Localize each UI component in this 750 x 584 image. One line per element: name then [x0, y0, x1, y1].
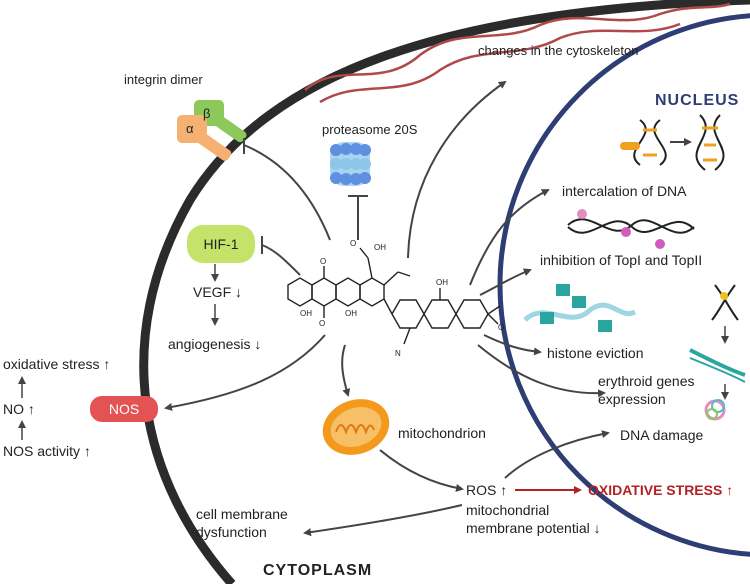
integrin-label: integrin dimer: [124, 72, 203, 87]
svg-text:OH: OH: [345, 309, 357, 318]
mito-potential-line2: membrane potential ↓: [466, 520, 601, 536]
erythroid-line2: expression: [598, 391, 666, 407]
mitochondrion-label: mitochondrion: [398, 425, 486, 441]
svg-text:O: O: [350, 239, 356, 248]
cytoskeleton-icon: [304, 2, 731, 104]
mito-potential-line1: mitochondrial: [466, 502, 549, 518]
doxorubicin-molecule-icon: [287, 247, 501, 345]
nucleus-title: NUCLEUS: [655, 92, 739, 109]
topoisomerase-dna-icon: [567, 209, 695, 249]
dna-damage-icon: [689, 284, 746, 421]
svg-text:OH: OH: [300, 309, 312, 318]
svg-text:O: O: [498, 323, 504, 332]
integrin-dimer-icon: [177, 100, 247, 161]
oxidative-stress-label: OXIDATIVE STRESS ↑: [588, 482, 733, 498]
cytoplasm-title: CYTOPLASM: [263, 562, 372, 579]
dna-intercalation-icon: [620, 114, 725, 171]
nos-label: NOS: [109, 401, 139, 417]
cell-membrane-line2: dysfunction: [196, 524, 267, 540]
beta-label: β: [203, 106, 210, 121]
intercalation-label: intercalation of DNA: [562, 183, 687, 199]
proteasome-label: proteasome 20S: [322, 122, 418, 137]
no-label: NO ↑: [3, 401, 35, 417]
vegf-label: VEGF ↓: [193, 284, 242, 300]
cytoskeleton-label: changes in the cytoskeleton: [478, 43, 638, 58]
nos-box: [90, 396, 158, 422]
nos-activity-label: NOS activity ↑: [3, 443, 91, 459]
proteasome-icon: [330, 142, 371, 186]
arrow-group: [164, 80, 610, 537]
histone-label: histone eviction: [547, 345, 644, 361]
mitochondrion-icon: [322, 399, 390, 455]
hif1-box: [187, 225, 255, 263]
inhibition-topo-label: inhibition of TopI and TopII: [540, 252, 702, 268]
erythroid-line1: erythroid genes: [598, 373, 695, 389]
ros-label: ROS ↑: [466, 482, 507, 498]
cell-membrane: [139, 0, 750, 584]
molecule-atom-labels: O O OH OH O OH OH N O: [300, 239, 504, 358]
svg-text:O: O: [319, 319, 325, 328]
dna-damage-label: DNA damage: [620, 427, 703, 443]
oxidative-stress-left-label: oxidative stress ↑: [3, 356, 110, 372]
svg-text:O: O: [320, 257, 326, 266]
cell-membrane-line1: cell membrane: [196, 506, 288, 522]
angiogenesis-label: angiogenesis ↓: [168, 336, 261, 352]
hif1-label: HIF-1: [204, 236, 239, 252]
alpha-label: α: [186, 121, 194, 136]
histone-icon: [523, 284, 637, 332]
svg-text:N: N: [395, 349, 401, 358]
svg-text:OH: OH: [436, 278, 448, 287]
svg-text:OH: OH: [374, 243, 386, 252]
